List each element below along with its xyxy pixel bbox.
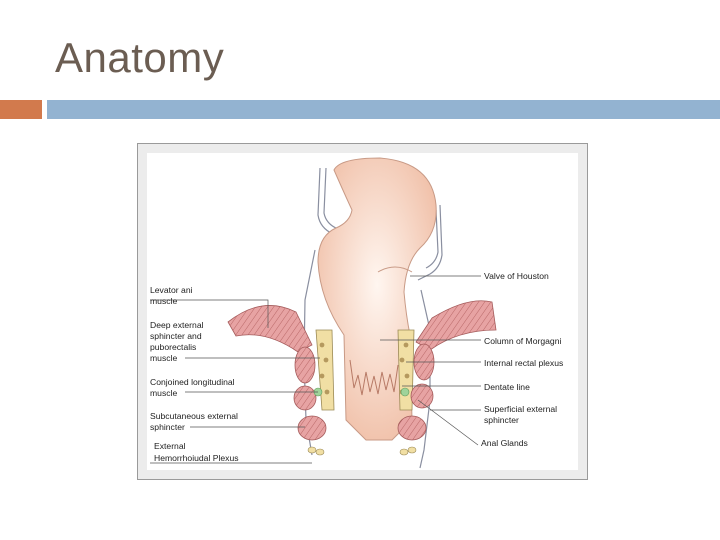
svg-text:muscle: muscle: [150, 388, 177, 398]
external-hemorrhoidal-plexus: [307, 446, 417, 456]
svg-text:Hemorrhoiudal Plexus: Hemorrhoiudal Plexus: [154, 453, 239, 463]
labels-right: Valve of Houston Column of Morgagni Inte…: [481, 271, 563, 448]
external-sphincter: [293, 343, 435, 441]
label-conjoined-longitudinal: Conjoined longitudinal: [150, 377, 235, 387]
labels-left: Levator ani muscle Deep external sphinct…: [150, 285, 239, 463]
svg-text:muscle: muscle: [150, 296, 177, 306]
accent-bar-blue: [47, 100, 720, 119]
label-column-of-morgagni: Column of Morgagni: [484, 336, 561, 346]
svg-text:sphincter: sphincter: [484, 415, 519, 425]
leader-lines: [150, 275, 481, 464]
label-internal-rectal-plexus: Internal rectal plexus: [484, 358, 563, 368]
label-dentate-line: Dentate line: [484, 382, 530, 392]
label-superficial-external: Superficial external: [484, 404, 557, 414]
slide-title: Anatomy: [55, 34, 225, 81]
svg-text:puborectalis: puborectalis: [150, 342, 196, 352]
label-subcutaneous-external: Subcutaneous external: [150, 411, 238, 421]
svg-text:muscle: muscle: [150, 353, 177, 363]
levator-ani-left: [227, 305, 313, 353]
svg-text:sphincter: sphincter: [150, 422, 185, 432]
label-deep-external-sphincter: Deep external: [150, 320, 204, 330]
columns-of-morgagni: [349, 359, 399, 396]
accent-bar-orange: [0, 100, 42, 119]
svg-text:sphincter and: sphincter and: [150, 331, 202, 341]
label-anal-glands: Anal Glands: [481, 438, 528, 448]
label-external-hemorrhoidal: External: [154, 441, 186, 451]
label-valve-of-houston: Valve of Houston: [484, 271, 549, 281]
label-levator-ani: Levator ani: [150, 285, 193, 295]
valve-of-houston-fold: [377, 266, 413, 273]
